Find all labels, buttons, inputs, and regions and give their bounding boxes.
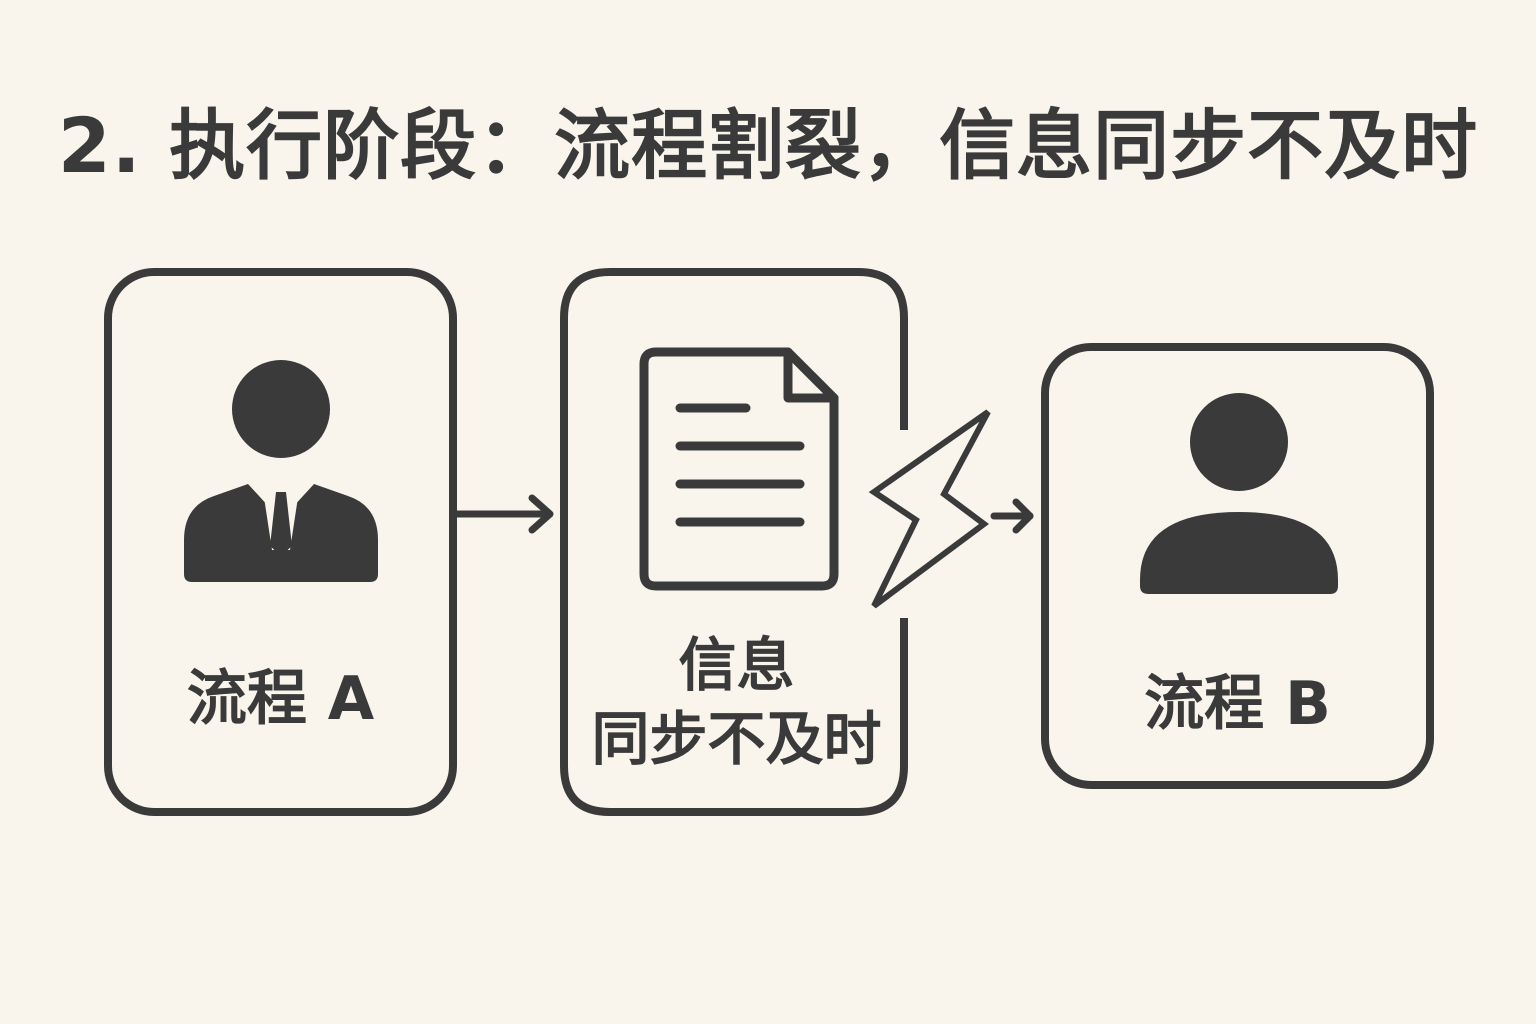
arrow-a-to-info [452,494,554,534]
info-label-line1: 信息 [678,631,795,699]
document-icon [639,347,839,591]
process-a-label: 流程 A [186,664,375,734]
businessman-icon [184,360,378,582]
info-label-line2: 同步不及时 [591,705,882,773]
lightning-icon [868,409,991,609]
info-label: 信息 同步不及时 [564,628,909,776]
diagram-title: 2. 执行阶段：流程割裂，信息同步不及时 [57,101,1479,190]
process-a-box [104,268,457,816]
person-icon [1140,393,1338,594]
info-box [560,268,908,816]
arrow-info-to-b [990,498,1034,534]
process-b-label: 流程 B [1144,669,1331,739]
process-b-box [1041,343,1434,789]
